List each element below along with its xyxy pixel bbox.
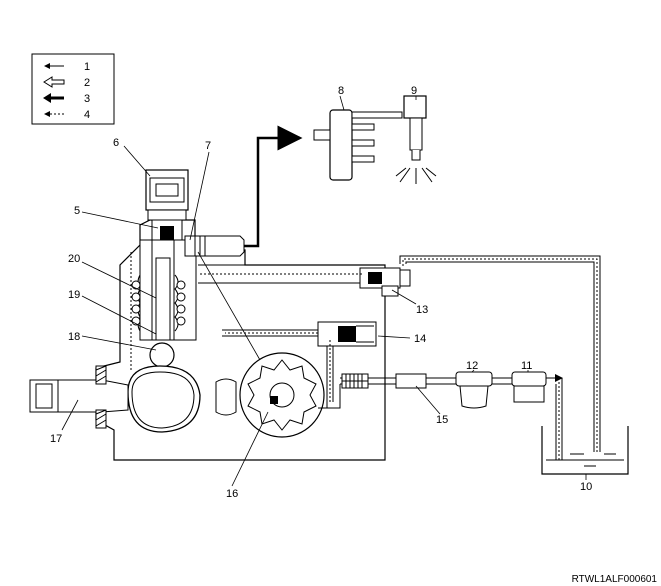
fuel-filter: [455, 371, 493, 409]
callout-17: 17: [50, 433, 62, 445]
overflow-valve: [359, 267, 411, 297]
gauze-filter: [341, 373, 427, 389]
callout-12: 12: [466, 360, 478, 372]
leader-lines: [61, 95, 587, 487]
reference-code: RTWL1ALF000601: [572, 574, 658, 585]
feed-pump: [239, 352, 325, 438]
callout-18: 18: [68, 331, 80, 343]
legend-item-4: 4: [44, 109, 90, 121]
legend-item-3: 3: [43, 93, 90, 105]
legend-label-3: 3: [84, 93, 90, 105]
callout-10: 10: [580, 481, 592, 493]
legend-label-1: 1: [84, 61, 90, 73]
callout-13: 13: [416, 304, 428, 316]
suction-control-valve: [145, 169, 189, 241]
injector: [395, 95, 437, 184]
legend-item-1: 1: [44, 61, 90, 73]
callout-11: 11: [521, 360, 532, 372]
callout-labels: 6 7 5 20 19 18 17 16 8 9 13 14 15 12 11 …: [50, 85, 592, 500]
common-rail: [313, 109, 403, 181]
regulating-valve: [317, 321, 377, 347]
callout-14: 14: [414, 333, 426, 345]
callout-20: 20: [68, 253, 80, 265]
water-separator: [511, 371, 547, 403]
delivery-outlet: [184, 235, 245, 257]
callout-8: 8: [338, 85, 344, 97]
callout-5: 5: [74, 205, 80, 217]
callout-9: 9: [411, 85, 417, 97]
legend-label-2: 2: [84, 77, 90, 89]
legend: 1 2 3 4: [31, 53, 115, 125]
high-pressure-line: [244, 125, 303, 248]
callout-7: 7: [205, 140, 211, 152]
fuel-tank: [541, 426, 629, 475]
callout-16: 16: [226, 488, 238, 500]
plunger-spring: [131, 274, 186, 332]
callout-15: 15: [436, 414, 448, 426]
hollow-arrow-icon: [43, 76, 65, 88]
legend-label-4: 4: [84, 109, 90, 121]
callout-19: 19: [68, 289, 80, 301]
roller-tappet: [149, 342, 175, 368]
callout-6: 6: [113, 137, 119, 149]
legend-item-2: 2: [43, 76, 90, 89]
